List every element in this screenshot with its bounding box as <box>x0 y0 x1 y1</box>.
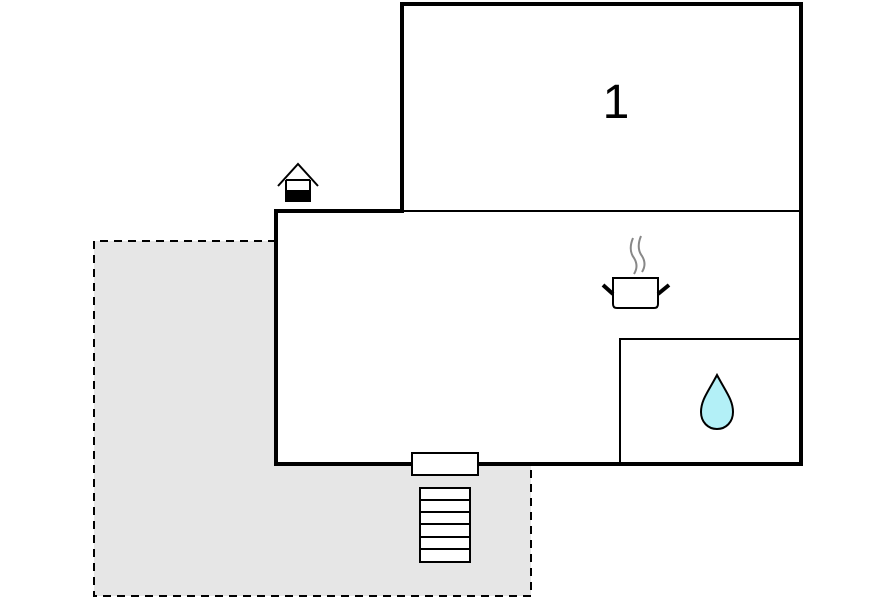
outer-walls <box>274 2 803 466</box>
entrance-icon <box>277 162 319 202</box>
water-drop-icon <box>699 372 735 431</box>
stairs-icon <box>419 487 471 563</box>
kitchen-pot-icon <box>601 235 671 309</box>
room-label-bedroom: 1 <box>603 76 630 129</box>
door-icon <box>411 452 479 476</box>
bathroom-walls <box>619 338 801 464</box>
bedroom-room <box>402 4 801 211</box>
